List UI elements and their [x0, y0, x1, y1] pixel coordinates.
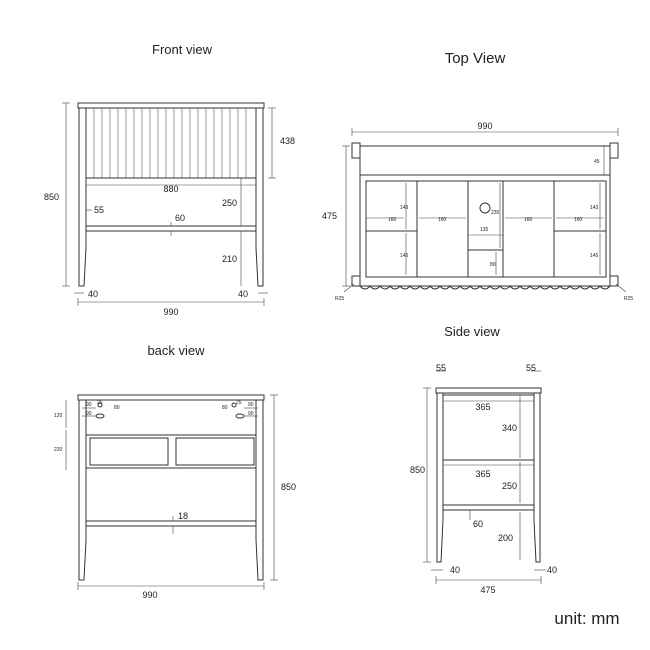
back-hole-2 — [235, 413, 245, 419]
top-left-post — [351, 142, 361, 159]
back-dim-120: 120 — [54, 413, 63, 419]
side-left-leg — [436, 393, 444, 563]
side-view: Side view 55 55 365 340 850 365 250 60 2 — [410, 324, 557, 595]
top-dim-135: 135 — [480, 227, 489, 233]
back-dim-lines — [65, 394, 278, 590]
unit-label: unit: mm — [554, 609, 619, 628]
top-dim-160c: 160 — [524, 217, 533, 223]
back-dim-90b: 90 — [86, 411, 92, 417]
top-dim-143b: 143 — [590, 205, 599, 211]
front-dim-40-left: 40 — [88, 289, 98, 299]
top-view-title: Top View — [445, 50, 506, 67]
back-dim-18: 18 — [178, 511, 188, 521]
side-right-leg — [533, 393, 541, 563]
top-dim-160d: 160 — [574, 217, 583, 223]
side-drawer — [442, 394, 535, 461]
back-dim-850: 850 — [281, 482, 296, 492]
front-dim-990: 990 — [163, 307, 178, 317]
back-view-title: back view — [147, 343, 205, 358]
front-dim-880: 880 — [163, 184, 178, 194]
back-drawer-panel — [85, 434, 257, 469]
side-dim-365a: 365 — [475, 402, 490, 412]
top-view: Top View — [322, 50, 633, 302]
front-rail — [85, 225, 257, 232]
top-dim-143a: 143 — [400, 205, 409, 211]
back-dim-80b: 80 — [222, 405, 228, 411]
top-dim-145b: 145 — [590, 253, 599, 259]
back-rail — [85, 520, 257, 527]
side-dim-365b: 365 — [475, 469, 490, 479]
top-wavy-front — [359, 285, 611, 290]
top-dim-lines — [342, 128, 627, 293]
back-drawer-left — [89, 437, 169, 466]
side-dim-40-left: 40 — [450, 565, 460, 575]
top-dim-80: 80 — [490, 262, 496, 268]
front-dim-40-right: 40 — [238, 289, 248, 299]
back-view: back view 120 220 90 25 80 90 — [54, 343, 296, 600]
side-dim-55a: 55 — [436, 363, 446, 373]
back-dim-90a: 90 — [86, 402, 92, 408]
side-dim-55b: 55 — [526, 363, 536, 373]
top-dim-45: 45 — [594, 159, 600, 165]
front-view-title: Front view — [152, 42, 213, 57]
top-dim-145a: 145 — [400, 253, 409, 259]
top-dim-475: 475 — [322, 211, 337, 221]
front-fluted-drawer — [85, 107, 257, 179]
side-dim-60: 60 — [473, 519, 483, 529]
top-dim-r25a: R25 — [335, 296, 344, 302]
top-outer — [359, 145, 611, 287]
top-right-post-b — [609, 275, 619, 287]
top-dim-r25b: R25 — [624, 296, 633, 302]
top-dim-160b: 160 — [438, 217, 447, 223]
top-dim-990: 990 — [477, 121, 492, 131]
front-dim-438: 438 — [280, 136, 295, 146]
back-dim-25b: 25 — [236, 400, 242, 406]
front-right-leg — [255, 108, 264, 287]
front-dim-55: 55 — [94, 205, 104, 215]
back-dim-90d: 90 — [248, 411, 254, 417]
back-dim-25a: 25 — [97, 400, 103, 406]
top-left-post-b — [351, 275, 361, 287]
top-right-post — [609, 142, 619, 159]
side-dim-250: 250 — [502, 481, 517, 491]
front-dim-lines — [62, 102, 276, 306]
side-dim-200: 200 — [498, 533, 513, 543]
side-dim-lines — [423, 370, 546, 584]
top-middle-box — [467, 249, 504, 278]
back-hole-1 — [95, 413, 105, 419]
back-drawer-right — [175, 437, 255, 466]
side-dim-475: 475 — [480, 585, 495, 595]
back-dim-90c: 90 — [248, 402, 254, 408]
side-view-title: Side view — [444, 324, 500, 339]
front-view: Front view — [44, 42, 295, 317]
side-rail — [442, 504, 535, 511]
front-left-leg — [78, 108, 87, 287]
side-dim-850: 850 — [410, 465, 425, 475]
front-top-slab — [77, 102, 265, 109]
side-dim-40-right: 40 — [547, 565, 557, 575]
top-dim-160a: 160 — [388, 217, 397, 223]
front-dim-850: 850 — [44, 192, 59, 202]
back-dim-990: 990 — [142, 590, 157, 600]
side-top-slab — [435, 387, 542, 394]
top-drain-hole — [479, 202, 491, 214]
front-dim-250: 250 — [222, 198, 237, 208]
back-right-leg — [255, 400, 264, 581]
top-dim-235: 235 — [491, 210, 500, 216]
front-dim-60: 60 — [175, 213, 185, 223]
back-dim-80a: 80 — [114, 405, 120, 411]
back-dim-220: 220 — [54, 447, 63, 453]
back-left-leg — [78, 400, 87, 581]
side-dim-340: 340 — [502, 423, 517, 433]
front-dim-210: 210 — [222, 254, 237, 264]
front-flutes — [93, 108, 247, 178]
